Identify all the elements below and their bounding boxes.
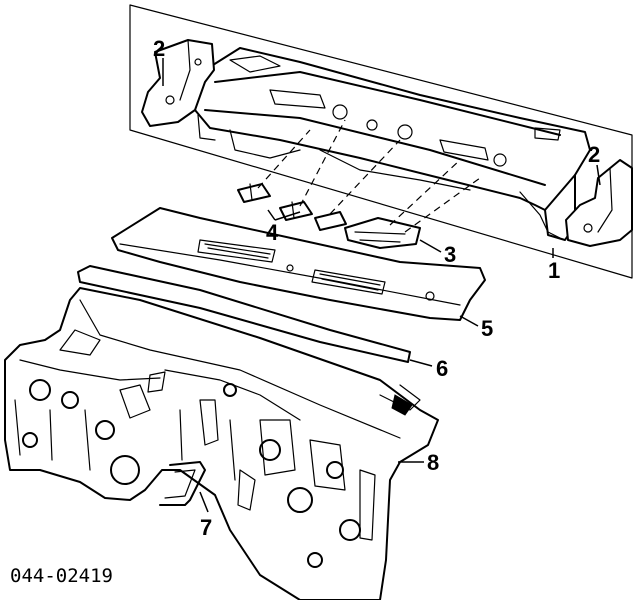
callout-1: 1 bbox=[548, 258, 560, 283]
dash-panel bbox=[4, 287, 439, 600]
right-side-bracket bbox=[565, 159, 633, 247]
callout-8: 8 bbox=[427, 450, 439, 475]
location-lines bbox=[257, 119, 481, 233]
bracket-plate bbox=[344, 217, 421, 249]
callout-7: 7 bbox=[200, 515, 212, 540]
callout-4: 4 bbox=[266, 220, 279, 245]
callout-6: 6 bbox=[436, 356, 448, 381]
cowl-vent-panel bbox=[111, 207, 486, 321]
callout-5: 5 bbox=[481, 316, 493, 341]
upper-assembly-frame bbox=[129, 4, 633, 279]
reinforcement-bracket bbox=[159, 461, 206, 506]
left-side-bracket bbox=[141, 39, 215, 127]
small-brackets bbox=[237, 183, 347, 231]
diagram-part-code: 044-02419 bbox=[10, 565, 113, 587]
cowl-seal-strip bbox=[77, 265, 411, 363]
callout-2-left: 2 bbox=[153, 36, 165, 61]
cowl-top-panel-assembly bbox=[194, 47, 591, 241]
callout-3: 3 bbox=[444, 242, 456, 267]
leader-lines bbox=[162, 58, 601, 513]
callout-2-right: 2 bbox=[588, 142, 600, 167]
